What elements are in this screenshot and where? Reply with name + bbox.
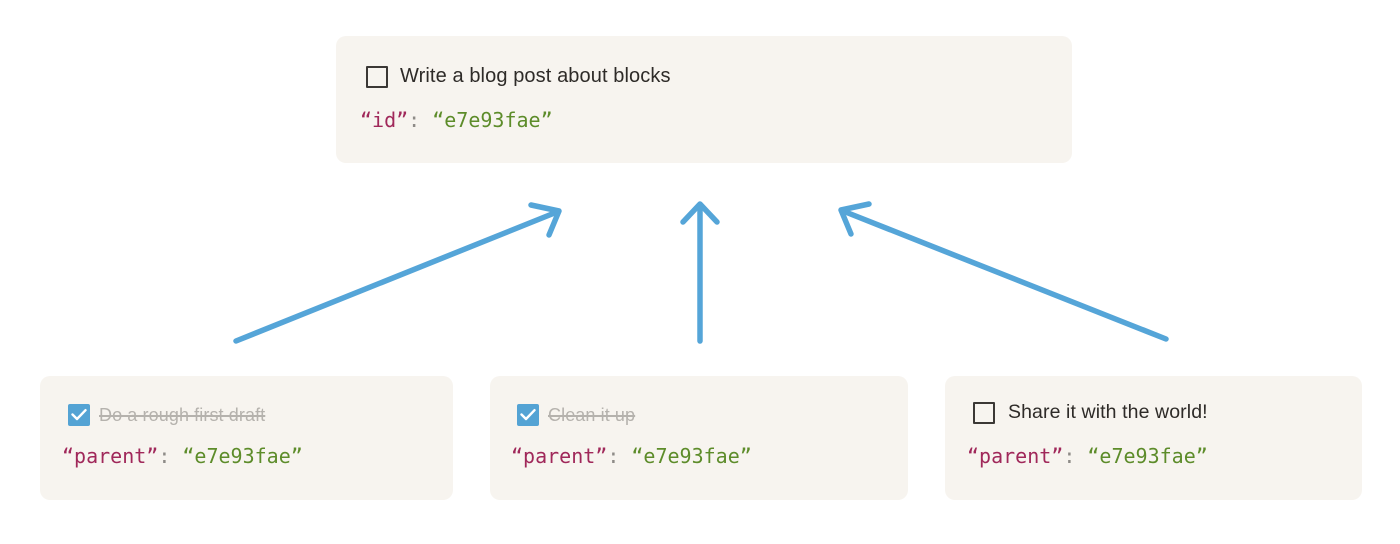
child-1-json-row: “parent”: “e7e93fae” <box>62 444 303 468</box>
json-value: “e7e93fae” <box>631 444 752 468</box>
checkbox-checked-icon[interactable] <box>68 404 90 426</box>
child-block-card-3[interactable]: Share it with the world! “parent”: “e7e93… <box>945 376 1362 500</box>
child-2-todo-row[interactable]: Clean it up <box>517 404 635 426</box>
parent-todo-row[interactable]: Write a blog post about blocks <box>366 65 671 88</box>
json-colon: : <box>607 444 620 468</box>
json-value: “e7e93fae” <box>432 108 553 132</box>
child-3-json-row: “parent”: “e7e93fae” <box>967 444 1208 468</box>
arrow-child3-to-parent <box>838 201 1169 342</box>
json-colon: : <box>408 108 421 132</box>
checkbox-checked-icon[interactable] <box>517 404 539 426</box>
parent-block-card[interactable]: Write a blog post about blocks “id”: “e7e… <box>336 36 1072 163</box>
child-1-todo-label: Do a rough first draft <box>99 404 266 425</box>
child-block-card-1[interactable]: Do a rough first draft “parent”: “e7e93fa… <box>40 376 453 500</box>
parent-json-row: “id”: “e7e93fae” <box>360 108 553 132</box>
child-3-todo-row[interactable]: Share it with the world! <box>973 401 1208 424</box>
json-colon: : <box>158 444 171 468</box>
json-key: “parent” <box>511 444 608 468</box>
json-value: “e7e93fae” <box>1087 444 1208 468</box>
json-key: “parent” <box>62 444 159 468</box>
checkbox-empty-icon[interactable] <box>366 65 388 88</box>
child-3-todo-label: Share it with the world! <box>1008 401 1208 423</box>
json-colon: : <box>1063 444 1076 468</box>
checkbox-empty-icon[interactable] <box>973 401 995 424</box>
parent-todo-label: Write a blog post about blocks <box>400 65 671 87</box>
json-value: “e7e93fae” <box>182 444 303 468</box>
json-key: “parent” <box>967 444 1064 468</box>
arrow-child2-to-parent <box>680 201 720 344</box>
child-1-todo-row[interactable]: Do a rough first draft <box>68 404 265 426</box>
json-key: “id” <box>360 108 409 132</box>
child-2-json-row: “parent”: “e7e93fae” <box>511 444 752 468</box>
arrow-child1-to-parent <box>233 202 562 344</box>
child-block-card-2[interactable]: Clean it up “parent”: “e7e93fae” <box>490 376 908 500</box>
child-2-todo-label: Clean it up <box>548 404 636 425</box>
